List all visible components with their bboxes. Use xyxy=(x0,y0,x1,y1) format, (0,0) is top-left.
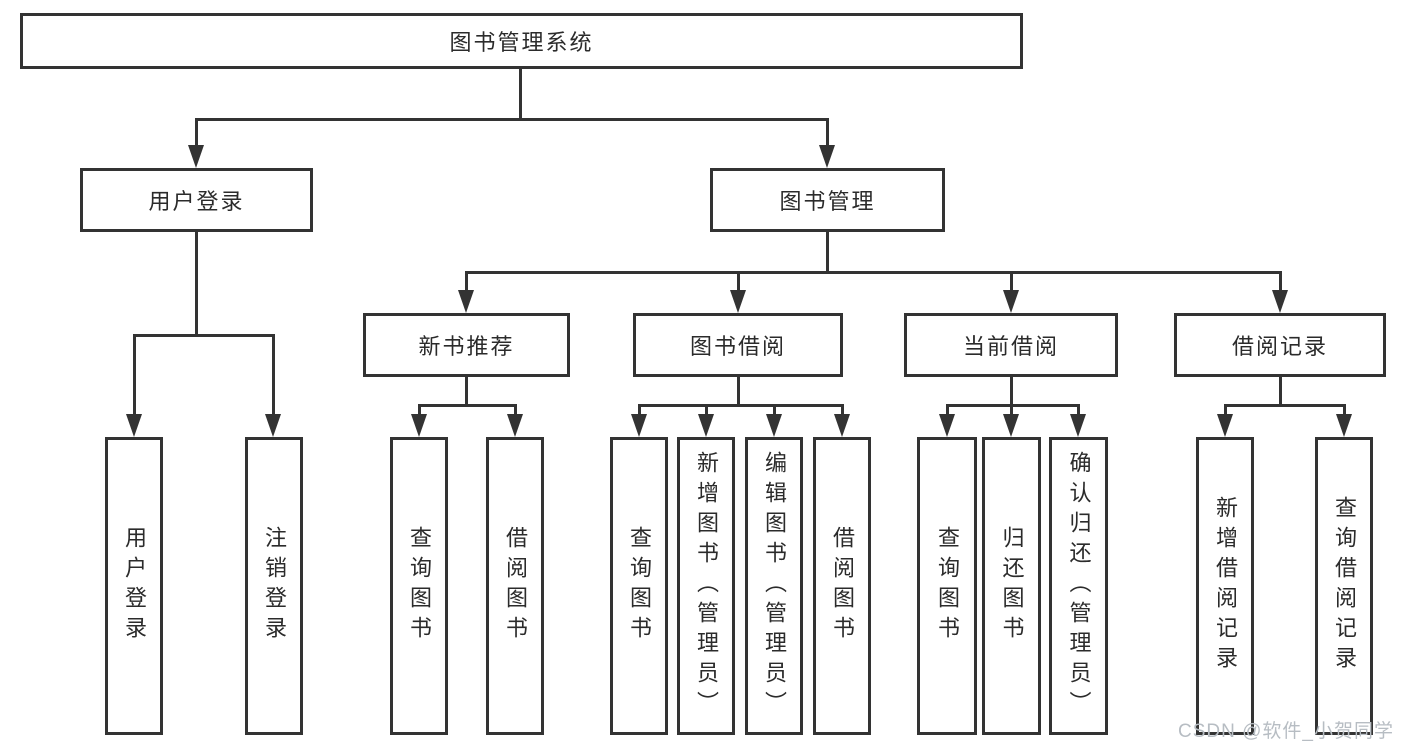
arrow-down-icon xyxy=(939,414,955,437)
arrow-down-icon xyxy=(1217,414,1233,437)
connector-line xyxy=(841,404,844,416)
leaf-confirm-return-admin: 确认归还（管理员） xyxy=(1049,437,1108,735)
connector-line xyxy=(1010,377,1013,407)
arrow-down-icon xyxy=(458,290,474,313)
connector-line xyxy=(418,404,421,416)
node-library-management-system: 图书管理系统 xyxy=(20,13,1023,69)
node-current-borrowing: 当前借阅 xyxy=(904,313,1118,377)
connector-line xyxy=(465,377,468,407)
node-label: 用户登录 xyxy=(148,189,245,214)
node-label: 图书管理系统 xyxy=(449,30,594,55)
connector-line xyxy=(1224,404,1227,416)
connector-line xyxy=(418,404,516,407)
arrow-down-icon xyxy=(1003,414,1019,437)
leaf-add-book-admin: 新增图书（管理员） xyxy=(677,437,735,735)
connector-line xyxy=(133,334,136,414)
arrow-down-icon xyxy=(730,290,746,313)
arrow-down-icon xyxy=(411,414,427,437)
leaf-add-borrow-record: 新增借阅记录 xyxy=(1196,437,1254,735)
connector-line xyxy=(195,232,198,337)
connector-line xyxy=(1279,271,1282,291)
arrow-down-icon xyxy=(631,414,647,437)
leaf-user-login: 用户登录 xyxy=(105,437,163,735)
arrow-down-icon xyxy=(819,145,835,168)
connector-line xyxy=(705,404,708,416)
connector-line xyxy=(1010,404,1013,416)
connector-line xyxy=(133,334,275,337)
connector-line xyxy=(1077,404,1080,416)
arrow-down-icon xyxy=(265,414,281,437)
connector-line xyxy=(272,334,275,414)
connector-line xyxy=(773,404,776,416)
leaf-query-books-borrowing: 查询图书 xyxy=(610,437,668,735)
connector-line xyxy=(465,271,468,291)
connector-line xyxy=(514,404,517,416)
leaf-label: 注销登录 xyxy=(262,526,287,646)
connector-line xyxy=(737,377,740,407)
node-label: 图书管理 xyxy=(779,189,876,214)
leaf-label: 归还图书 xyxy=(999,526,1025,646)
arrow-down-icon xyxy=(698,414,714,437)
connector-line xyxy=(638,404,641,416)
arrow-down-icon xyxy=(1336,414,1352,437)
leaf-query-borrow-record: 查询借阅记录 xyxy=(1315,437,1373,735)
arrow-down-icon xyxy=(766,414,782,437)
connector-line xyxy=(946,404,949,416)
arrow-down-icon xyxy=(1272,290,1288,313)
leaf-edit-book-admin: 编辑图书（管理员） xyxy=(745,437,803,735)
arrow-down-icon xyxy=(834,414,850,437)
node-borrowing-records: 借阅记录 xyxy=(1174,313,1386,377)
leaf-borrow-books-borrowing: 借阅图书 xyxy=(813,437,871,735)
node-label: 图书借阅 xyxy=(689,334,786,359)
arrow-down-icon xyxy=(1003,290,1019,313)
leaf-label: 查询图书 xyxy=(627,526,652,646)
node-label: 借阅记录 xyxy=(1231,334,1328,359)
arrow-down-icon xyxy=(188,145,204,168)
node-label: 新书推荐 xyxy=(418,334,515,359)
node-book-borrowing: 图书借阅 xyxy=(633,313,843,377)
leaf-return-books: 归还图书 xyxy=(982,437,1041,735)
arrow-down-icon xyxy=(507,414,523,437)
connector-line xyxy=(195,118,829,121)
connector-line xyxy=(195,118,198,148)
leaf-label: 借阅图书 xyxy=(830,526,855,646)
arrow-down-icon xyxy=(1070,414,1086,437)
node-book-management: 图书管理 xyxy=(710,168,945,232)
csdn-watermark: CSDN @软件_小贺同学 xyxy=(1178,721,1394,742)
leaf-label: 用户登录 xyxy=(122,526,147,646)
connector-line xyxy=(826,118,829,148)
connector-line xyxy=(1224,404,1346,407)
leaf-label: 编辑图书（管理员） xyxy=(762,451,787,721)
connector-line xyxy=(826,232,829,274)
connector-line xyxy=(638,404,843,407)
leaf-label: 新增借阅记录 xyxy=(1213,496,1238,676)
leaf-label: 查询图书 xyxy=(407,526,432,646)
leaf-logout: 注销登录 xyxy=(245,437,303,735)
leaf-query-books-current: 查询图书 xyxy=(917,437,977,735)
connector-line xyxy=(1010,271,1013,291)
connector-line xyxy=(1279,377,1282,407)
leaf-label: 确认归还（管理员） xyxy=(1066,451,1092,721)
connector-line xyxy=(519,69,522,120)
node-label: 当前借阅 xyxy=(962,334,1059,359)
leaf-label: 查询图书 xyxy=(935,526,960,646)
connector-line xyxy=(465,271,1282,274)
leaf-borrow-books-recommend: 借阅图书 xyxy=(486,437,544,735)
connector-line xyxy=(1343,404,1346,416)
leaf-label: 新增图书（管理员） xyxy=(694,451,719,721)
arrow-down-icon xyxy=(126,414,142,437)
connector-line xyxy=(737,271,740,291)
node-user-login: 用户登录 xyxy=(80,168,313,232)
leaf-label: 借阅图书 xyxy=(503,526,528,646)
node-new-book-recommendation: 新书推荐 xyxy=(363,313,570,377)
leaf-query-books-recommend: 查询图书 xyxy=(390,437,448,735)
leaf-label: 查询借阅记录 xyxy=(1332,496,1357,676)
